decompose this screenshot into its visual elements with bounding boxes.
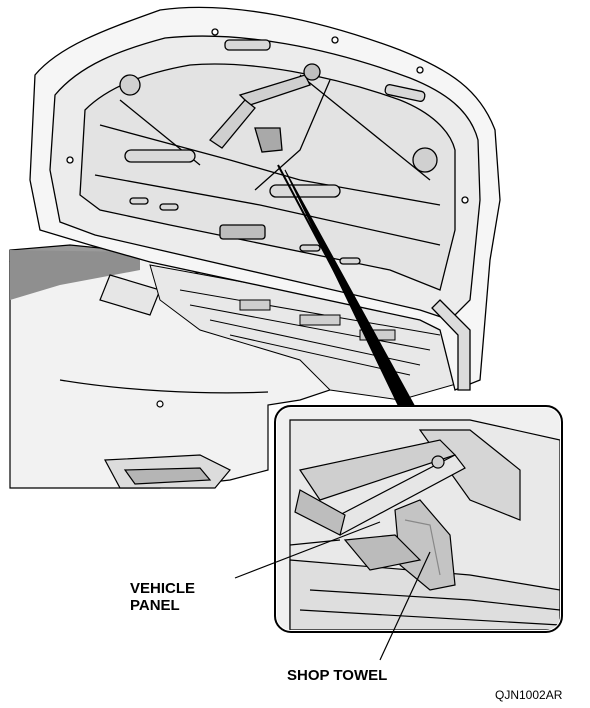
vehicle-panel-label-line1: VEHICLE [130,580,196,597]
vehicle-panel-leader [234,521,381,579]
detail-leader-line [277,164,406,406]
vehicle-panel-label-line2: PANEL [130,597,180,614]
figure-reference-code: QJN1002AR [495,688,563,702]
shop-towel-graphic [394,499,456,591]
vehicle-panel-label: VEHICLE PANEL [130,580,195,614]
shop-towel-label: SHOP TOWEL [287,667,388,684]
trunk-lid [29,6,501,391]
detail-inset [274,405,563,633]
shop-towel-leader [379,551,431,661]
